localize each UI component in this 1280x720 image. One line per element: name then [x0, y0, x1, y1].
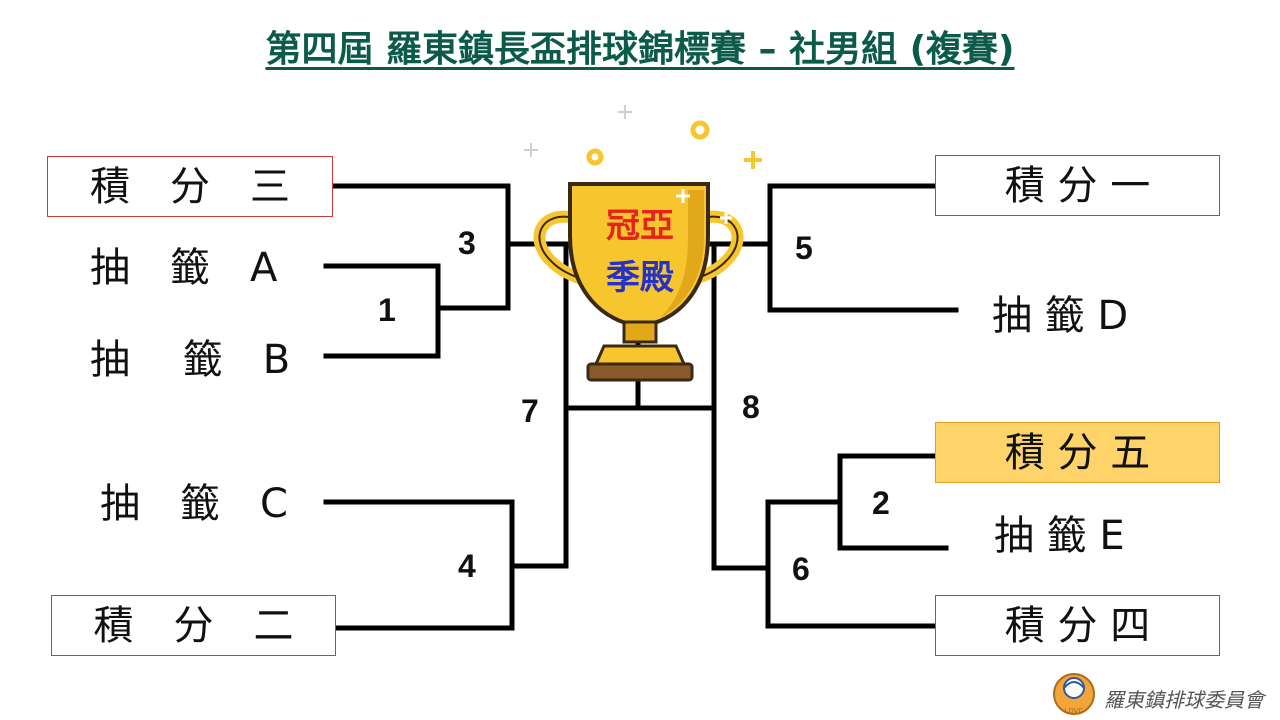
- seed-right-4: 抽 籤 E: [994, 513, 1125, 559]
- seed-right-3: 積 分 五: [935, 422, 1220, 483]
- page-title: 第四屆 羅東鎮長盃排球錦標賽 – 社男組 (複賽): [265, 29, 1015, 70]
- trophy-label-line2: 季殿: [606, 258, 674, 298]
- seed-left-2: 抽 籤 A: [90, 245, 278, 291]
- match-number-6: 6: [792, 551, 810, 587]
- seed-right-5: 積 分 四: [935, 595, 1220, 656]
- logo-caption: LDVC: [1064, 707, 1084, 715]
- footer-org-name: 羅東鎮排球委員會: [1104, 688, 1264, 712]
- match-number-4: 4: [458, 548, 476, 584]
- seed-left-5: 積 分 二: [51, 595, 336, 656]
- match-number-5: 5: [795, 230, 813, 266]
- seed-left-4: 抽 籤 C: [100, 481, 288, 527]
- match-number-2: 2: [872, 485, 890, 521]
- match-number-3: 3: [458, 225, 476, 261]
- seed-right-2: 抽 籤 D: [992, 293, 1129, 339]
- trophy-label-line1: 冠亞: [606, 206, 674, 246]
- seed-left-1: 積 分 三: [47, 156, 333, 217]
- match-number-1: 1: [378, 292, 396, 328]
- match-number-7: 7: [521, 393, 539, 429]
- seed-left-3: 抽 籤 B: [90, 337, 291, 383]
- seed-right-1: 積 分 一: [935, 155, 1220, 216]
- match-number-8: 8: [742, 389, 760, 425]
